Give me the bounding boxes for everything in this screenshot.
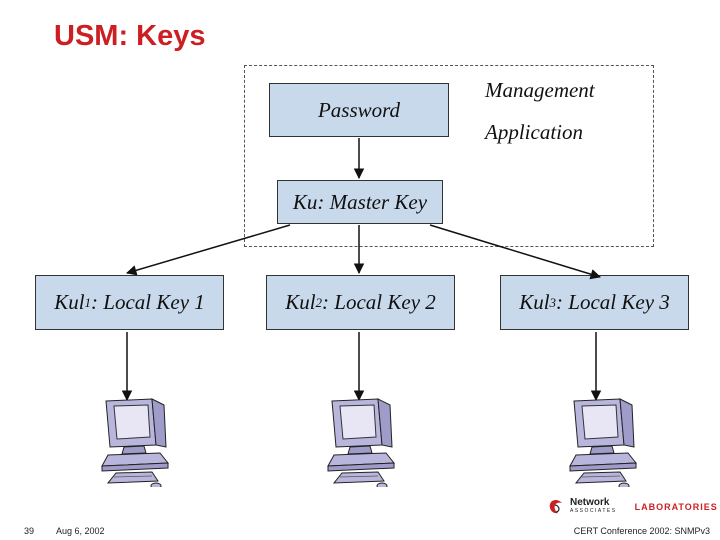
local-key-subscript: 1 — [84, 294, 92, 310]
logo-brand-name: Network — [570, 497, 610, 508]
arrow-master-to-local-3 — [429, 224, 602, 280]
local-key-suffix: : Local Key 1 — [91, 290, 205, 314]
management-application-frame — [244, 65, 654, 247]
application-label: Application — [485, 120, 583, 144]
local-key-subscript: 2 — [315, 294, 323, 310]
slide-title: USM: Keys — [54, 20, 206, 52]
computer-icon — [327, 398, 396, 487]
local-key-suffix: : Local Key 3 — [556, 290, 670, 314]
logo-brand-sub: ASSOCIATES — [570, 508, 617, 514]
footer-conference: CERT Conference 2002: SNMPv3 — [573, 526, 710, 536]
password-label: Password — [317, 97, 401, 122]
local-key-subscript: 3 — [549, 294, 557, 310]
slide-date: Aug 6, 2002 — [56, 526, 105, 536]
network-associates-logo: Network ASSOCIATES LABORATORIES — [548, 498, 718, 516]
computer-icon — [569, 398, 638, 487]
logo-laboratories: LABORATORIES — [634, 502, 718, 512]
local-key-prefix: Kul — [54, 290, 85, 314]
local-key-prefix: Kul — [519, 290, 550, 314]
local-key-prefix: Kul — [285, 290, 316, 314]
page-number: 39 — [24, 526, 35, 536]
logo-brand: Network ASSOCIATES — [570, 498, 617, 516]
local-key-suffix: : Local Key 2 — [322, 290, 436, 314]
master-key-box: Ku: Master Key — [277, 180, 443, 224]
management-label: Management — [485, 78, 595, 102]
master-key-label: Ku: Master Key — [292, 189, 428, 214]
network-associates-logo-icon — [549, 500, 562, 514]
computer-icon — [101, 398, 170, 487]
arrow-master-to-local-1 — [125, 224, 291, 276]
password-box: Password — [269, 83, 449, 137]
